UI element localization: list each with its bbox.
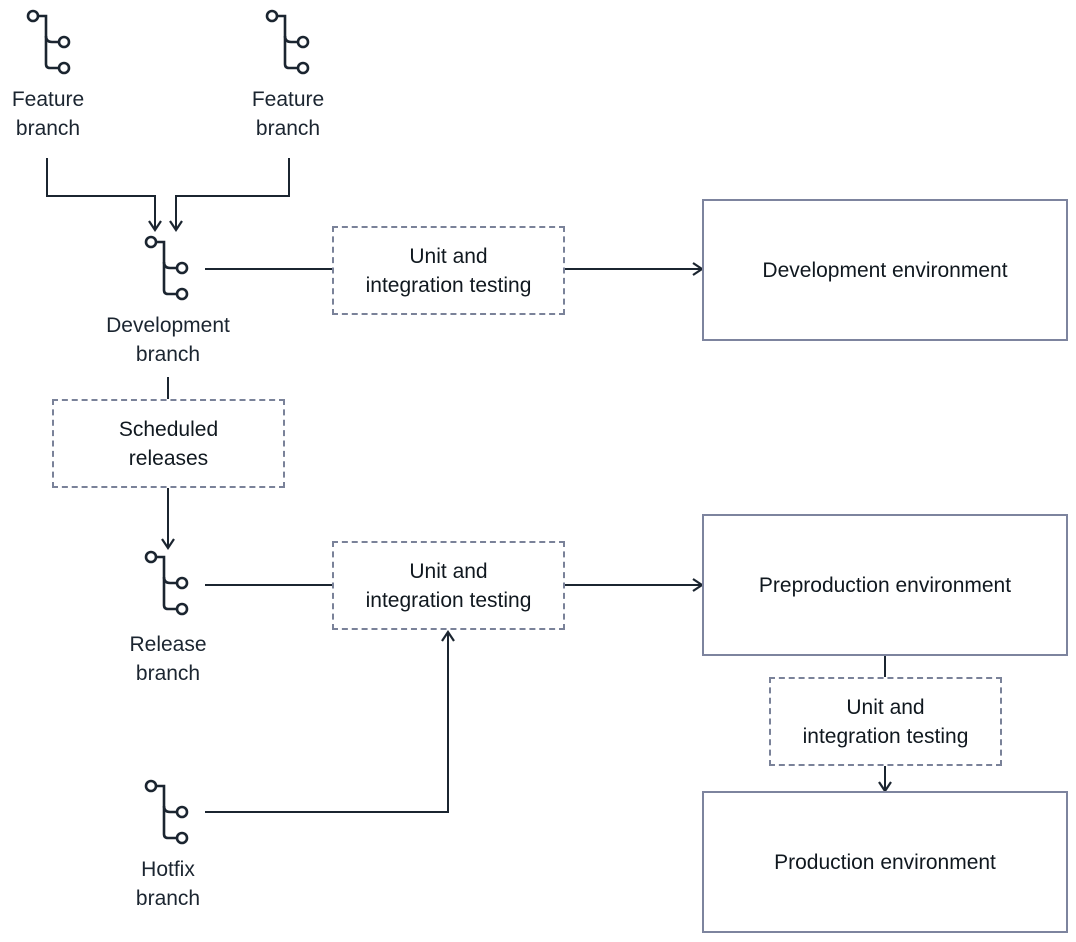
development-branch-icon [144,235,189,301]
unit-integration-testing-dev-step: Unit and integration testing [332,226,565,315]
hotfix-branch-icon [144,779,189,845]
hotfix-to-testing-arrow [205,630,455,813]
scheduled-releases-step: Scheduled releases [52,399,285,488]
unit-integration-testing-release-step: Unit and integration testing [332,541,565,630]
feature-branch-2-icon [265,9,310,75]
development-branch-label: Development branch [106,314,230,366]
feature-branch-2-label: Feature branch [251,88,325,140]
preproduction-environment-box: Preproduction environment [702,514,1068,656]
unit-integration-testing-prod-step: Unit and integration testing [769,677,1002,766]
hotfix-branch-label: Hotfix branch [135,858,201,910]
development-environment-box: Development environment [702,199,1068,341]
feature-branch-1-label: Feature branch [11,88,85,140]
feature-1-to-development-arrow [46,158,162,232]
feature-branch-1-icon [26,9,71,75]
release-branch-label: Release branch [129,633,207,685]
release-branch-icon [144,550,189,616]
feature-2-to-development-arrow [169,158,290,232]
production-environment-box: Production environment [702,791,1068,933]
